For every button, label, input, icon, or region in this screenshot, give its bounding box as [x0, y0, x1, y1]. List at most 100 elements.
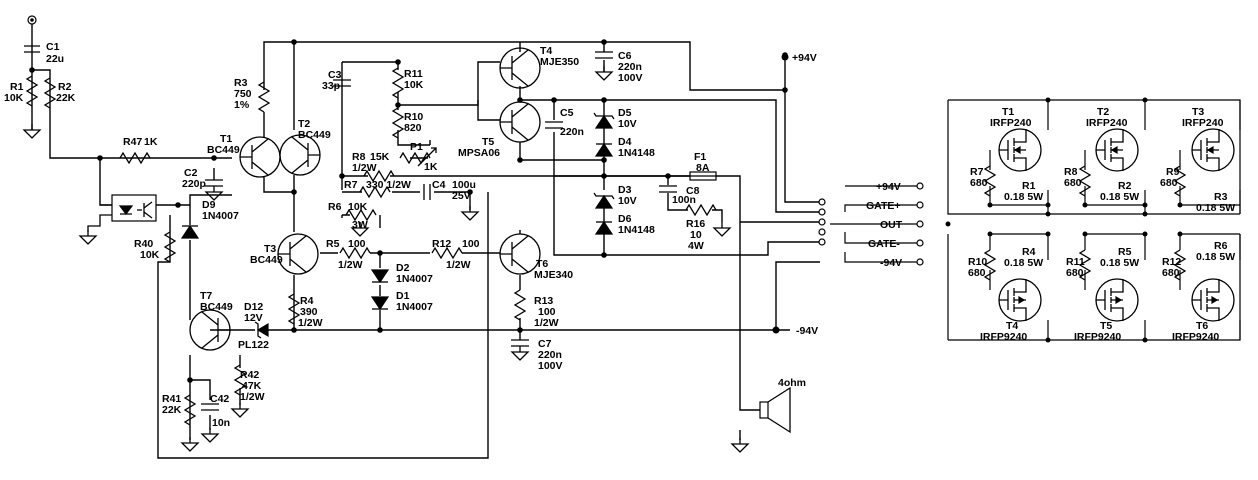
- ot2-mosfet: [1095, 128, 1139, 172]
- ground-icon: [595, 65, 613, 81]
- label-p1-value: 1K: [424, 161, 438, 173]
- label-r12: R12: [432, 238, 451, 250]
- label-r7-value: 330 1/2W: [366, 179, 411, 191]
- label-out-r11-value: 680: [1066, 267, 1084, 279]
- label-out-r4: R4: [1022, 246, 1036, 258]
- label-r11: R11: [404, 68, 423, 80]
- c4-capacitor: [423, 183, 431, 201]
- label-t1-type: BC449: [207, 144, 240, 156]
- d4-diode: [595, 143, 613, 157]
- label-c2: C2: [184, 167, 198, 179]
- label-r6-value: 10K: [348, 201, 368, 213]
- label-out-r10: R10: [968, 256, 987, 268]
- label-d9: D9: [202, 199, 216, 211]
- label-r5: R5: [326, 238, 340, 250]
- ot5-mosfet: [1095, 278, 1139, 322]
- label-r16: R16: [686, 218, 705, 230]
- d12-zener: [256, 322, 269, 338]
- label-r6-power: 3W: [352, 219, 368, 231]
- ot6-mosfet: [1191, 278, 1235, 322]
- label-r12-value: 100: [462, 238, 480, 250]
- label-d2: D2: [396, 262, 410, 274]
- label-out-r8-value: 680: [1064, 177, 1082, 189]
- label-out-r3: R3: [1214, 191, 1228, 203]
- label-out-r4-value: 0.18 5W: [1004, 257, 1043, 269]
- label-r11-value: 10K: [404, 79, 424, 91]
- label-r13-value: 100: [538, 306, 556, 318]
- label-r1-value: 10K: [4, 92, 24, 104]
- label-t2-type: BC449: [298, 129, 331, 141]
- label-out-t3-type: IRFP240: [1182, 117, 1224, 129]
- label-t3-type: BC449: [250, 254, 283, 266]
- label-r42-value: 47K: [242, 380, 262, 392]
- label-out-t2-type: IRFP240: [1086, 117, 1128, 129]
- label-c5-value: 220n: [560, 126, 584, 138]
- label-c2-value: 220p: [182, 178, 206, 190]
- label-d5-value: 10V: [618, 118, 637, 130]
- conn-pin: [818, 218, 826, 226]
- label-d1-type: 1N4007: [396, 301, 433, 313]
- label-r4-power: 1/2W: [298, 317, 323, 329]
- label-out-r2: R2: [1118, 180, 1132, 192]
- label-d6-type: 1N4148: [618, 224, 655, 236]
- label-c42: C42: [210, 393, 229, 405]
- label-c6: C6: [618, 50, 632, 62]
- d6-diode: [595, 221, 613, 235]
- label-r40: R40: [134, 238, 153, 250]
- label-c4-value: 100u: [452, 179, 476, 191]
- label-r8: R8: [352, 151, 366, 163]
- label-c1-value: 22u: [46, 53, 64, 65]
- label-r3-value: 750: [234, 88, 252, 100]
- label-d9-type: 1N4007: [202, 210, 239, 222]
- label-out-r12: R12: [1162, 256, 1181, 268]
- label-d3-value: 10V: [618, 195, 637, 207]
- ground-icon: [201, 427, 219, 443]
- label-t3: T3: [264, 243, 276, 255]
- label-out-r6: R6: [1214, 240, 1228, 252]
- label-r16-value: 10: [690, 229, 702, 241]
- label-r3-tol: 1%: [234, 99, 250, 111]
- label-p1: P1: [410, 141, 423, 153]
- port-pin: [916, 201, 924, 209]
- label-r13-power: 1/2W: [534, 317, 559, 329]
- ground-icon: [713, 221, 731, 237]
- label-out-t5-type: IRFP9240: [1074, 331, 1121, 343]
- d9-diode: [181, 225, 199, 239]
- label-c3: C3: [328, 69, 342, 81]
- port-pin: [916, 258, 924, 266]
- label-out-t6-type: IRFP9240: [1172, 331, 1219, 343]
- c1-capacitor: [24, 45, 40, 53]
- label-c6-value: 220n: [618, 61, 642, 73]
- conn-pin: [818, 208, 826, 216]
- label-d5: D5: [618, 107, 632, 119]
- label-r42-power: 1/2W: [240, 391, 265, 403]
- label-t2: T2: [298, 118, 310, 130]
- symbols: [23, 15, 1235, 453]
- label-out-t4: T4: [1006, 320, 1018, 332]
- label-d2-type: 1N4007: [396, 273, 433, 285]
- c2-capacitor: [204, 179, 224, 187]
- label-port-out: OUT: [880, 219, 903, 231]
- label-out-r11: R11: [1066, 256, 1085, 268]
- label-r4-value: 390: [300, 306, 318, 318]
- label-out-r5: R5: [1118, 246, 1132, 258]
- label-c7-value: 220n: [538, 349, 562, 361]
- d2-diode: [371, 269, 389, 283]
- ground-icon: [231, 402, 249, 418]
- ground-icon: [511, 345, 529, 361]
- label-r8-value: 15K: [370, 151, 390, 163]
- label-out-r1-value: 0.18 5W: [1004, 191, 1043, 203]
- label-r7: R7: [344, 179, 358, 191]
- label-t7-type: BC449: [200, 301, 233, 313]
- label-out-t2: T2: [1097, 106, 1109, 118]
- ground-icon: [23, 123, 41, 139]
- t6-transistor: [499, 233, 541, 275]
- port-pin: [916, 182, 924, 190]
- label-port-gate-neg: GATE-: [868, 238, 900, 250]
- label-r16-power: 4W: [688, 240, 704, 252]
- label-c8: C8: [686, 185, 700, 197]
- label-out-r6-value: 0.18 5W: [1196, 251, 1235, 263]
- label-c7-volt: 100V: [538, 360, 563, 372]
- label-r2: R2: [58, 81, 72, 93]
